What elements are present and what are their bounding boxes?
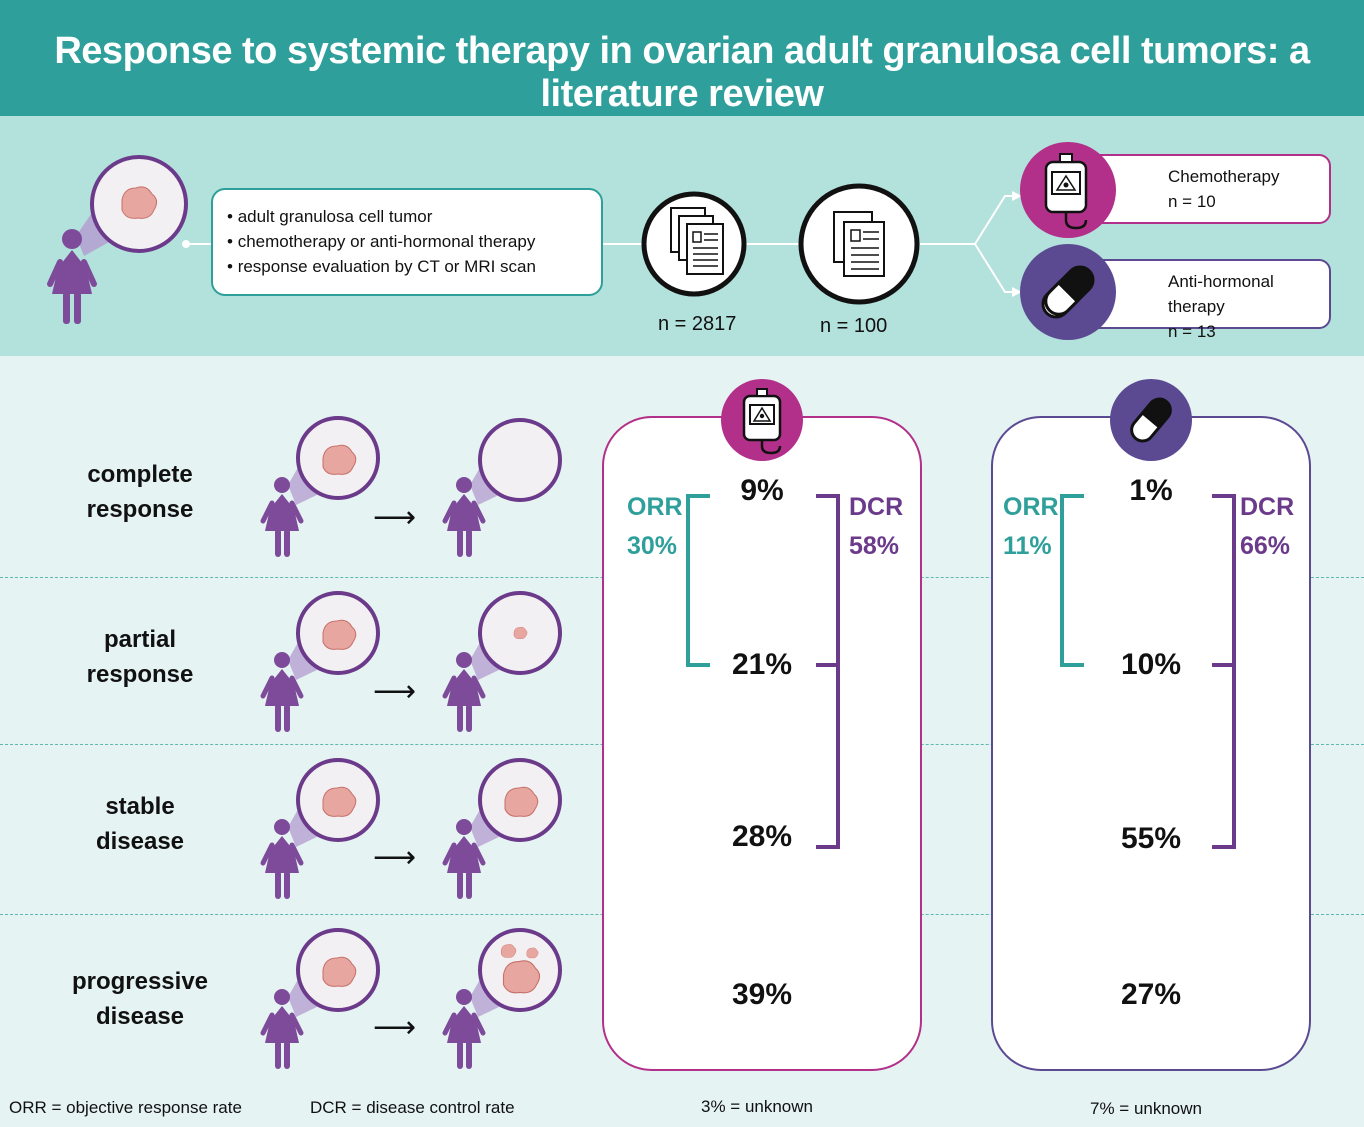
chemo-orr-bracket — [686, 494, 710, 667]
partial-response-after — [445, 591, 562, 732]
partial-response-before — [263, 591, 380, 732]
study-flow-graphics — [47, 155, 1022, 324]
pill-icon — [1110, 379, 1192, 461]
inclusion-criteria-box: adult granulosa cell tumor chemotherapy … — [211, 188, 603, 296]
anti-hormonal-box: Anti-hormonal therapy n = 13 — [1068, 259, 1331, 341]
included-documents-icon — [798, 183, 920, 305]
anti-hormonal-label: Anti-hormonal therapy — [1168, 272, 1274, 316]
arrowhead-icon — [1012, 191, 1022, 201]
legend-orr: ORR = objective response rate — [9, 1098, 242, 1117]
chemo-progressive-disease-pct: 39% — [731, 978, 793, 1011]
arrow-icon: ⟶ — [373, 501, 417, 534]
magnifier-tumor-icon — [90, 155, 188, 253]
arrow-icon: ⟶ — [373, 675, 417, 708]
chemotherapy-count: n = 10 — [1168, 192, 1216, 211]
hormonal-unknown: 7% = unknown — [1090, 1099, 1202, 1118]
chemotherapy-label: Chemotherapy — [1168, 167, 1280, 186]
hormonal-partial-response-pct: 10% — [1120, 648, 1182, 681]
chemotherapy-results-card — [602, 416, 922, 1071]
chemo-dcr-bracket — [816, 494, 840, 849]
screened-documents-icon — [641, 191, 747, 297]
header-banner: Response to systemic therapy in ovarian … — [0, 0, 1364, 116]
page-title: Response to systemic therapy in ovarian … — [54, 30, 1310, 115]
complete-response-before — [263, 416, 380, 557]
hormonal-dcr-bracket — [1212, 494, 1236, 849]
progressive-disease-after — [445, 928, 562, 1069]
stable-disease-after — [445, 758, 562, 899]
connector-dot — [182, 240, 190, 248]
connector-branch-hormonal — [974, 243, 1018, 293]
hormonal-complete-response-pct: 1% — [1129, 474, 1173, 507]
criteria-item: response evaluation by CT or MRI scan — [227, 254, 601, 279]
anti-hormonal-count: n = 13 — [1168, 322, 1216, 341]
inclusion-criteria-list: adult granulosa cell tumor chemotherapy … — [227, 204, 601, 279]
hormonal-stable-disease-pct: 55% — [1120, 822, 1182, 855]
chemotherapy-bag-icon — [721, 379, 803, 461]
stable-disease-before — [263, 758, 380, 899]
criteria-item: adult granulosa cell tumor — [227, 204, 601, 229]
hormonal-orr-bracket — [1060, 494, 1084, 667]
criteria-item: chemotherapy or anti-hormonal therapy — [227, 229, 601, 254]
progressive-disease-before — [263, 928, 380, 1069]
chemotherapy-bag-icon — [1020, 142, 1116, 238]
connector-branch-chemo — [974, 195, 1018, 245]
legend-dcr: DCR = disease control rate — [310, 1098, 515, 1117]
chemo-partial-response-pct: 21% — [731, 648, 793, 681]
response-illustrations — [250, 416, 562, 1075]
chemo-complete-response-pct: 9% — [740, 474, 784, 507]
included-count: n = 100 — [820, 315, 888, 337]
chemo-stable-disease-pct: 28% — [731, 820, 793, 853]
complete-response-after — [445, 418, 562, 557]
arrow-icon: ⟶ — [373, 841, 417, 874]
chemo-unknown: 3% = unknown — [701, 1097, 813, 1116]
screened-count: n = 2817 — [658, 313, 737, 335]
arrow-icon: ⟶ — [373, 1011, 417, 1044]
hormonal-progressive-disease-pct: 27% — [1120, 978, 1182, 1011]
pill-icon — [1020, 244, 1116, 340]
rate-brackets — [686, 379, 1236, 849]
arrowhead-icon — [1012, 287, 1022, 297]
therapy-icons-top — [1020, 142, 1116, 340]
